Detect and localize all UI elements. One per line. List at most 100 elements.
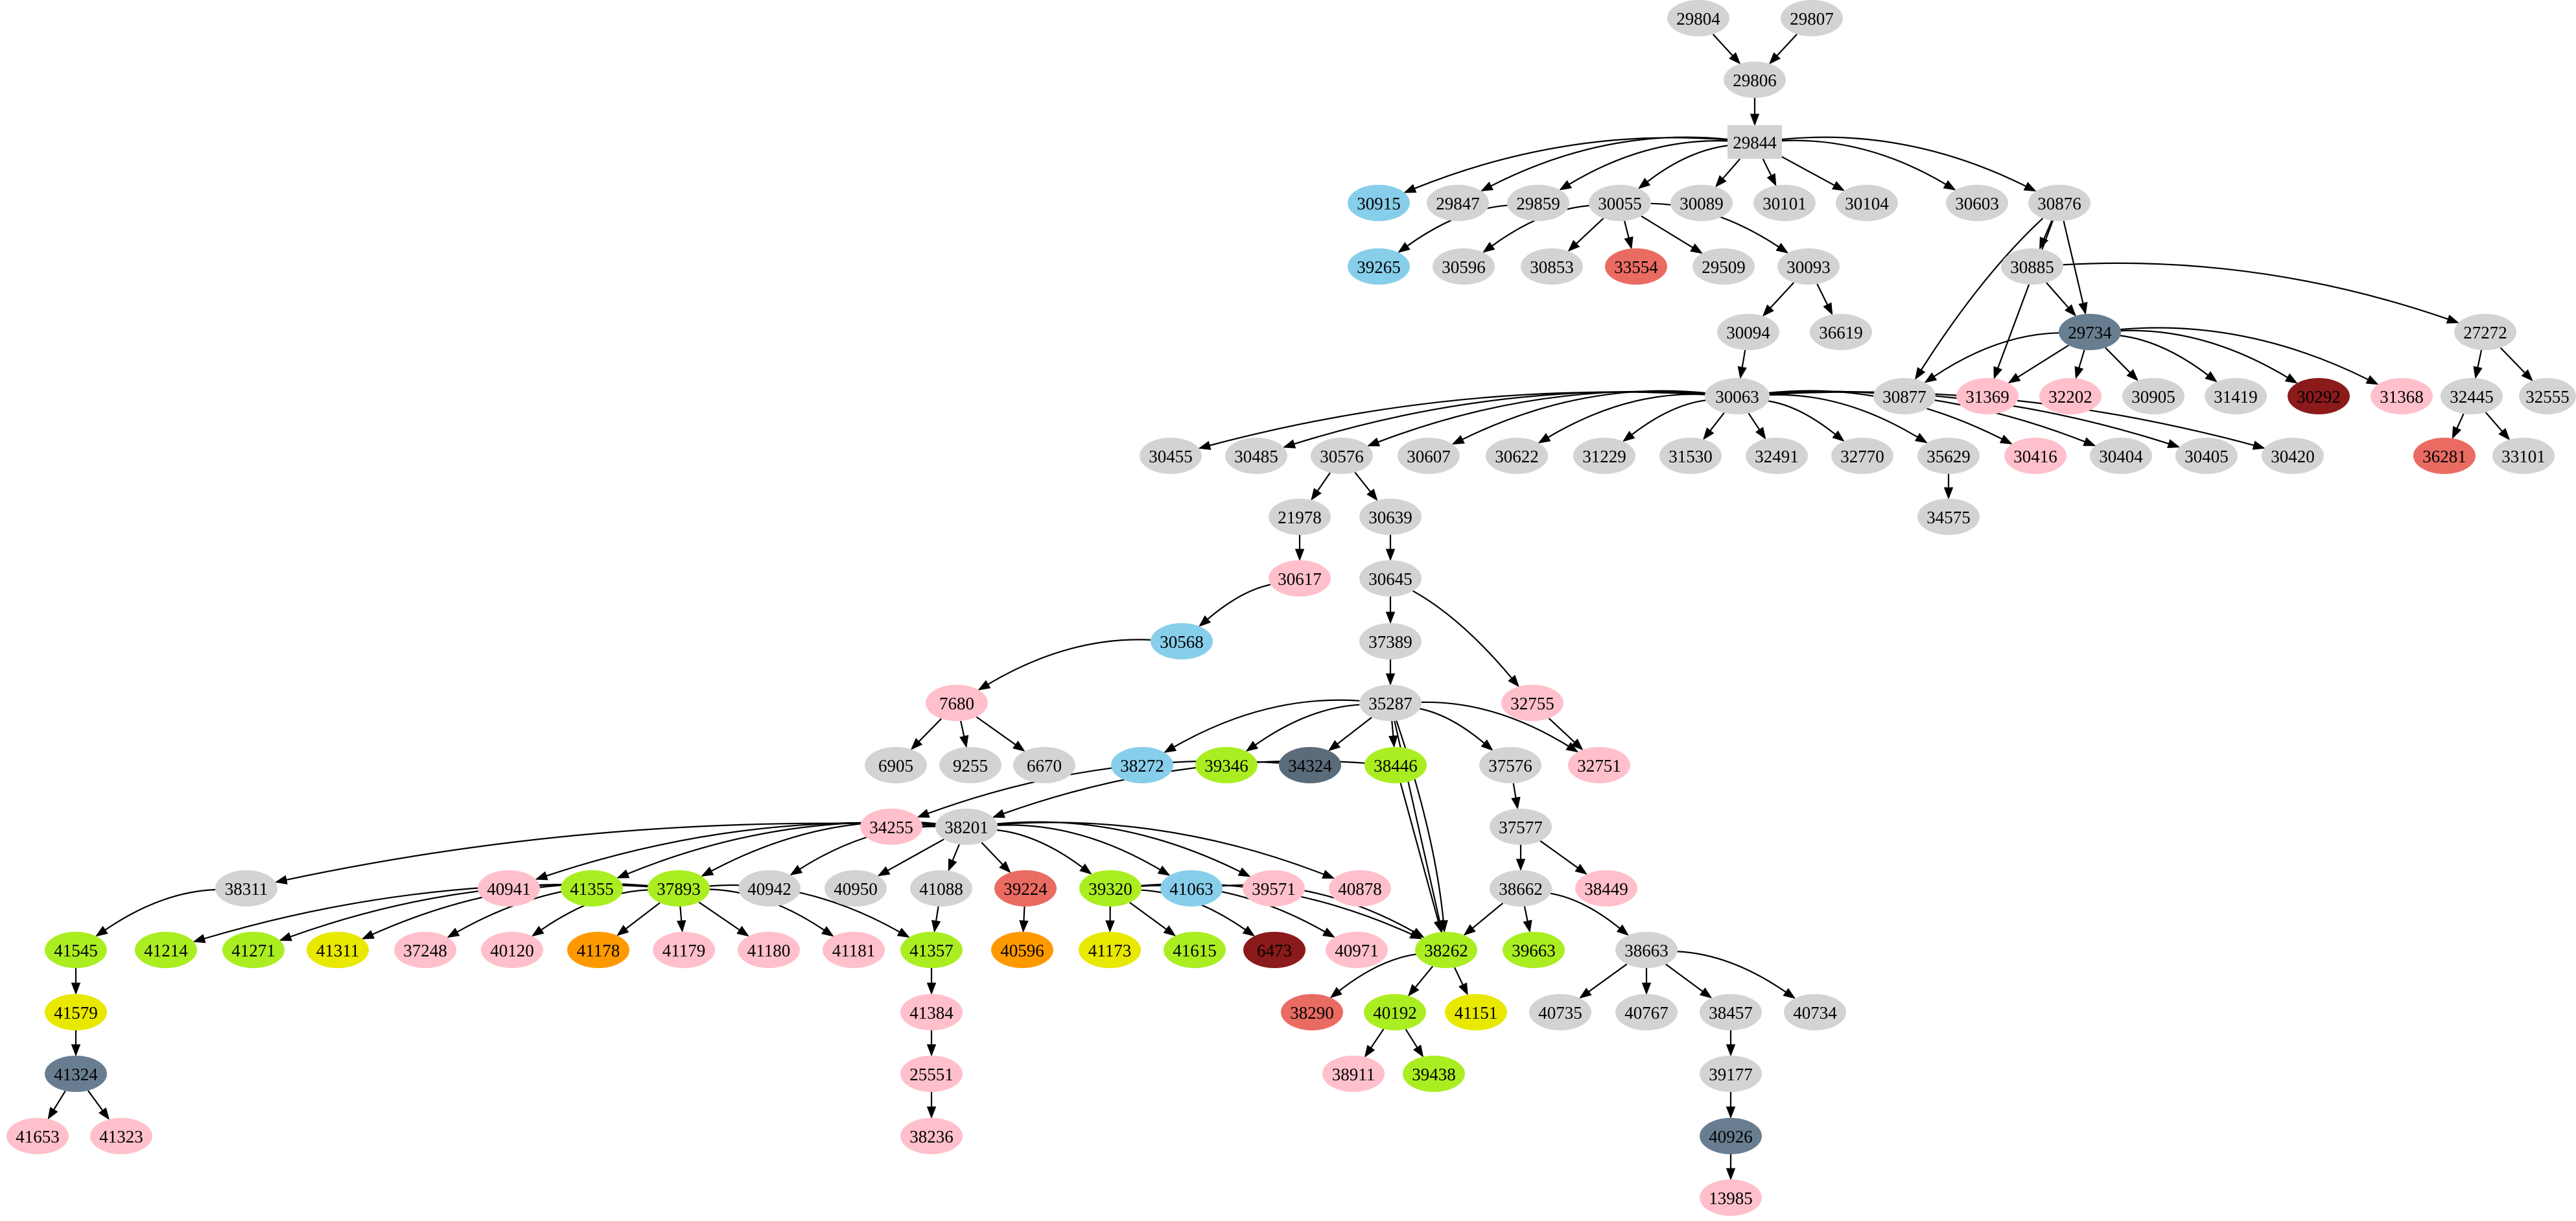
- graph-node-33101[interactable]: 33101: [2492, 438, 2555, 474]
- graph-node-38262[interactable]: 38262: [1415, 932, 1477, 968]
- node-ellipse[interactable]: [1573, 438, 1635, 474]
- node-ellipse[interactable]: [1568, 747, 1630, 783]
- node-ellipse[interactable]: [1503, 932, 1565, 968]
- node-ellipse[interactable]: [1810, 314, 1872, 350]
- graph-node-38446[interactable]: 38446: [1364, 747, 1427, 783]
- graph-node-38663[interactable]: 38663: [1615, 932, 1678, 968]
- node-ellipse[interactable]: [1243, 932, 1306, 968]
- graph-node-38236[interactable]: 38236: [900, 1118, 963, 1154]
- node-ellipse[interactable]: [222, 932, 285, 968]
- node-ellipse[interactable]: [2175, 438, 2238, 474]
- node-ellipse[interactable]: [45, 994, 107, 1030]
- graph-node-37577[interactable]: 37577: [1490, 809, 1552, 845]
- node-ellipse[interactable]: [1348, 185, 1410, 221]
- node-ellipse[interactable]: [1781, 0, 1843, 36]
- graph-node-41355[interactable]: 41355: [561, 870, 623, 907]
- graph-node-30485[interactable]: 30485: [1225, 438, 1287, 474]
- graph-node-36281[interactable]: 36281: [2413, 438, 2476, 474]
- node-ellipse[interactable]: [1777, 248, 1840, 285]
- node-ellipse[interactable]: [90, 1118, 152, 1154]
- graph-node-41653[interactable]: 41653: [6, 1118, 69, 1154]
- graph-node-41088[interactable]: 41088: [910, 870, 972, 907]
- graph-node-31530[interactable]: 31530: [1659, 438, 1722, 474]
- node-ellipse[interactable]: [45, 1056, 107, 1092]
- node-ellipse[interactable]: [2205, 378, 2267, 414]
- graph-node-41173[interactable]: 41173: [1079, 932, 1141, 968]
- graph-node-41178[interactable]: 41178: [567, 932, 629, 968]
- graph-node-6905[interactable]: 6905: [865, 747, 927, 783]
- node-ellipse[interactable]: [1717, 314, 1779, 350]
- node-ellipse[interactable]: [1615, 994, 1678, 1030]
- node-ellipse[interactable]: [994, 870, 1057, 907]
- node-ellipse[interactable]: [1705, 378, 1770, 414]
- graph-node-35287[interactable]: 35287: [1359, 685, 1422, 721]
- graph-node-13985[interactable]: 13985: [1700, 1180, 1762, 1216]
- graph-node-38911[interactable]: 38911: [1322, 1056, 1385, 1092]
- node-ellipse[interactable]: [926, 685, 988, 721]
- graph-node-41214[interactable]: 41214: [135, 932, 197, 968]
- node-ellipse[interactable]: [1427, 185, 1489, 221]
- graph-node-39224[interactable]: 39224: [994, 870, 1057, 907]
- node-ellipse[interactable]: [1784, 994, 1846, 1030]
- graph-node-40192[interactable]: 40192: [1364, 994, 1426, 1030]
- node-ellipse[interactable]: [2090, 438, 2152, 474]
- node-ellipse[interactable]: [1575, 870, 1637, 907]
- graph-node-27272[interactable]: 27272: [2454, 314, 2516, 350]
- node-ellipse[interactable]: [1359, 499, 1422, 535]
- graph-node-29509[interactable]: 29509: [1692, 248, 1755, 285]
- graph-node-40767[interactable]: 40767: [1615, 994, 1678, 1030]
- graph-node-37248[interactable]: 37248: [394, 932, 456, 968]
- node-ellipse[interactable]: [939, 747, 1001, 783]
- graph-node-30405[interactable]: 30405: [2175, 438, 2238, 474]
- graph-node-40942[interactable]: 40942: [738, 870, 801, 907]
- graph-node-41323[interactable]: 41323: [90, 1118, 152, 1154]
- node-ellipse[interactable]: [1013, 747, 1075, 783]
- graph-node-30416[interactable]: 30416: [2004, 438, 2067, 474]
- graph-node-29806[interactable]: 29806: [1724, 62, 1786, 98]
- node-ellipse[interactable]: [1589, 185, 1651, 221]
- node-ellipse[interactable]: [1329, 870, 1391, 907]
- node-ellipse[interactable]: [1490, 809, 1552, 845]
- node-ellipse[interactable]: [935, 809, 998, 845]
- node-ellipse[interactable]: [2028, 185, 2090, 221]
- node-ellipse[interactable]: [1195, 747, 1258, 783]
- node-ellipse[interactable]: [1917, 499, 1980, 535]
- graph-node-41579[interactable]: 41579: [45, 994, 107, 1030]
- graph-node-30607[interactable]: 30607: [1398, 438, 1460, 474]
- node-ellipse[interactable]: [2441, 378, 2503, 414]
- node-ellipse[interactable]: [900, 932, 963, 968]
- graph-node-36619[interactable]: 36619: [1810, 314, 1872, 350]
- graph-node-40878[interactable]: 40878: [1329, 870, 1391, 907]
- node-ellipse[interactable]: [1311, 438, 1373, 474]
- node-ellipse[interactable]: [2262, 438, 2324, 474]
- node-ellipse[interactable]: [900, 1118, 963, 1154]
- node-ellipse[interactable]: [738, 870, 801, 907]
- node-ellipse[interactable]: [1615, 932, 1678, 968]
- graph-node-29807[interactable]: 29807: [1781, 0, 1843, 36]
- graph-node-39320[interactable]: 39320: [1079, 870, 1142, 907]
- node-ellipse[interactable]: [1667, 0, 1729, 36]
- node-ellipse[interactable]: [1490, 870, 1552, 907]
- graph-node-41357[interactable]: 41357: [900, 932, 963, 968]
- graph-node-30876[interactable]: 30876: [2028, 185, 2090, 221]
- graph-node-37576[interactable]: 37576: [1479, 747, 1541, 783]
- node-ellipse[interactable]: [1753, 185, 1816, 221]
- graph-node-30645[interactable]: 30645: [1359, 560, 1422, 597]
- node-ellipse[interactable]: [653, 932, 715, 968]
- node-ellipse[interactable]: [1700, 994, 1762, 1030]
- node-ellipse[interactable]: [1403, 1056, 1465, 1092]
- node-ellipse[interactable]: [1501, 685, 1563, 721]
- node-ellipse[interactable]: [1398, 438, 1460, 474]
- node-ellipse[interactable]: [1225, 438, 1287, 474]
- graph-node-38662[interactable]: 38662: [1490, 870, 1552, 907]
- graph-node-34255[interactable]: 34255: [860, 809, 922, 845]
- node-ellipse[interactable]: [1831, 438, 1893, 474]
- graph-node-34575[interactable]: 34575: [1917, 499, 1980, 535]
- graph-node-30603[interactable]: 30603: [1946, 185, 2008, 221]
- node-ellipse[interactable]: [1140, 438, 1202, 474]
- graph-node-30089[interactable]: 30089: [1670, 185, 1733, 221]
- node-ellipse[interactable]: [1269, 499, 1331, 535]
- node-ellipse[interactable]: [1700, 1056, 1762, 1092]
- graph-node-41615[interactable]: 41615: [1164, 932, 1226, 968]
- node-ellipse[interactable]: [648, 870, 710, 907]
